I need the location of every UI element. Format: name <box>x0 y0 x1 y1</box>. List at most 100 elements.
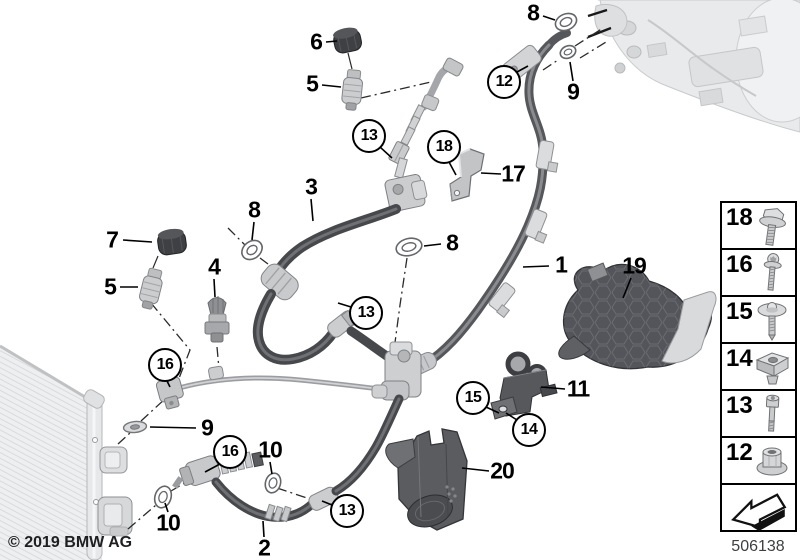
callout-16-circled[interactable]: 16 <box>213 435 247 469</box>
o-ring-9-top <box>559 44 577 60</box>
elbow-fitting-16 <box>172 455 221 489</box>
leader-line <box>569 61 574 82</box>
cage-nut-icon <box>755 352 790 385</box>
o-ring-8-top <box>554 12 578 32</box>
bracket-17 <box>449 148 485 202</box>
leader-line <box>269 461 273 475</box>
leader-line <box>516 65 529 73</box>
sealing-cap-6 <box>333 27 362 54</box>
callout-9[interactable]: 9 <box>201 414 214 441</box>
o-ring-10-left <box>153 485 173 509</box>
legend-item-label: 16 <box>726 251 753 278</box>
callout-8[interactable]: 8 <box>527 0 540 26</box>
hex-flange-screw-icon <box>759 208 786 246</box>
callout-6[interactable]: 6 <box>310 28 323 55</box>
callout-1[interactable]: 1 <box>555 251 568 278</box>
leader-line <box>262 520 265 538</box>
leader-line <box>485 406 500 414</box>
leader-line <box>337 302 352 308</box>
callout-13-circled[interactable]: 13 <box>330 494 364 528</box>
callout-3[interactable]: 3 <box>305 173 318 200</box>
leader-line <box>149 426 197 429</box>
leader-line <box>325 40 338 43</box>
pressure-hose-3 <box>252 57 464 365</box>
leader-line <box>251 221 255 241</box>
callout-12-circled[interactable]: 12 <box>487 65 521 99</box>
o-ring-10-middle <box>264 472 282 494</box>
leader-line <box>166 380 171 388</box>
legend-item-14[interactable]: 14 <box>720 342 797 391</box>
leader-line <box>379 146 393 159</box>
pipe-clip <box>208 365 224 381</box>
callout-4[interactable]: 4 <box>208 253 221 280</box>
legend-item-label: 14 <box>726 345 753 372</box>
o-ring-8-left <box>241 239 263 261</box>
hvac-unit-background <box>587 0 800 133</box>
callout-17[interactable]: 17 <box>501 160 526 187</box>
callout-11[interactable]: 11 <box>566 375 590 402</box>
callout-10[interactable]: 10 <box>258 436 283 463</box>
callout-19[interactable]: 19 <box>622 252 647 279</box>
diagram-number: 506138 <box>731 538 785 555</box>
leader-line <box>461 467 490 472</box>
bracket-20 <box>385 428 468 531</box>
hose-3-fitting-block <box>384 174 428 212</box>
legend-item-label: 13 <box>726 392 753 419</box>
washer-9-left <box>122 420 148 434</box>
legend-item-15[interactable]: 15 <box>720 295 797 344</box>
pressure-sensor-4 <box>204 296 230 343</box>
leader-line <box>164 502 169 513</box>
pipe-band-clamp <box>488 282 516 319</box>
callout-18-circled[interactable]: 18 <box>427 130 461 164</box>
torx-screw-icon <box>763 253 782 291</box>
callout-20[interactable]: 20 <box>490 457 515 484</box>
leader-line <box>542 15 556 21</box>
legend-item-13[interactable]: 13 <box>720 389 797 438</box>
leader-line <box>622 277 632 299</box>
callout-9[interactable]: 9 <box>567 78 580 105</box>
leader-line <box>310 198 314 222</box>
junction-block <box>371 341 422 401</box>
leader-line <box>448 161 457 176</box>
leader-line <box>122 239 153 243</box>
flange-nut-icon <box>756 447 788 476</box>
legend-item-18[interactable]: 18 <box>720 201 797 250</box>
legend-item-label: 12 <box>726 439 753 466</box>
service-valve-5-upper <box>341 69 364 111</box>
union-nut-13 <box>388 141 410 165</box>
pipe-band-clamp <box>535 139 559 173</box>
leader-line <box>213 278 216 298</box>
condenser <box>0 344 133 560</box>
callout-14-circled[interactable]: 14 <box>512 413 546 447</box>
washer-screw-icon <box>757 302 787 341</box>
pipe-clamp-16-left <box>155 376 184 410</box>
socket-head-bolt-icon <box>765 394 780 432</box>
callout-15-circled[interactable]: 15 <box>456 381 490 415</box>
callout-2[interactable]: 2 <box>258 534 271 560</box>
hose-crimp-collar <box>260 263 299 301</box>
legend-item-12[interactable]: 12 <box>720 436 797 485</box>
exploded-part-connectors <box>152 52 353 269</box>
callout-8[interactable]: 8 <box>248 196 261 223</box>
o-ring-8-middle <box>395 237 423 257</box>
copyright-text: © 2019 BMW AG <box>8 534 133 551</box>
direction-arrow-icon <box>730 493 786 531</box>
legend-item-label: 18 <box>726 204 753 231</box>
callout-13-circled[interactable]: 13 <box>349 296 383 330</box>
callout-10[interactable]: 10 <box>156 509 181 536</box>
callout-5[interactable]: 5 <box>104 273 117 300</box>
service-valve-5-lower <box>138 267 163 310</box>
callout-7[interactable]: 7 <box>106 226 119 253</box>
callout-5[interactable]: 5 <box>306 70 319 97</box>
leader-line <box>423 243 442 247</box>
callout-8[interactable]: 8 <box>446 229 459 256</box>
legend-item-16[interactable]: 16 <box>720 248 797 297</box>
leader-line <box>204 463 221 473</box>
legend-item-arrow[interactable] <box>720 483 797 532</box>
callout-16-circled[interactable]: 16 <box>148 348 182 382</box>
callout-13-circled[interactable]: 13 <box>352 119 386 153</box>
